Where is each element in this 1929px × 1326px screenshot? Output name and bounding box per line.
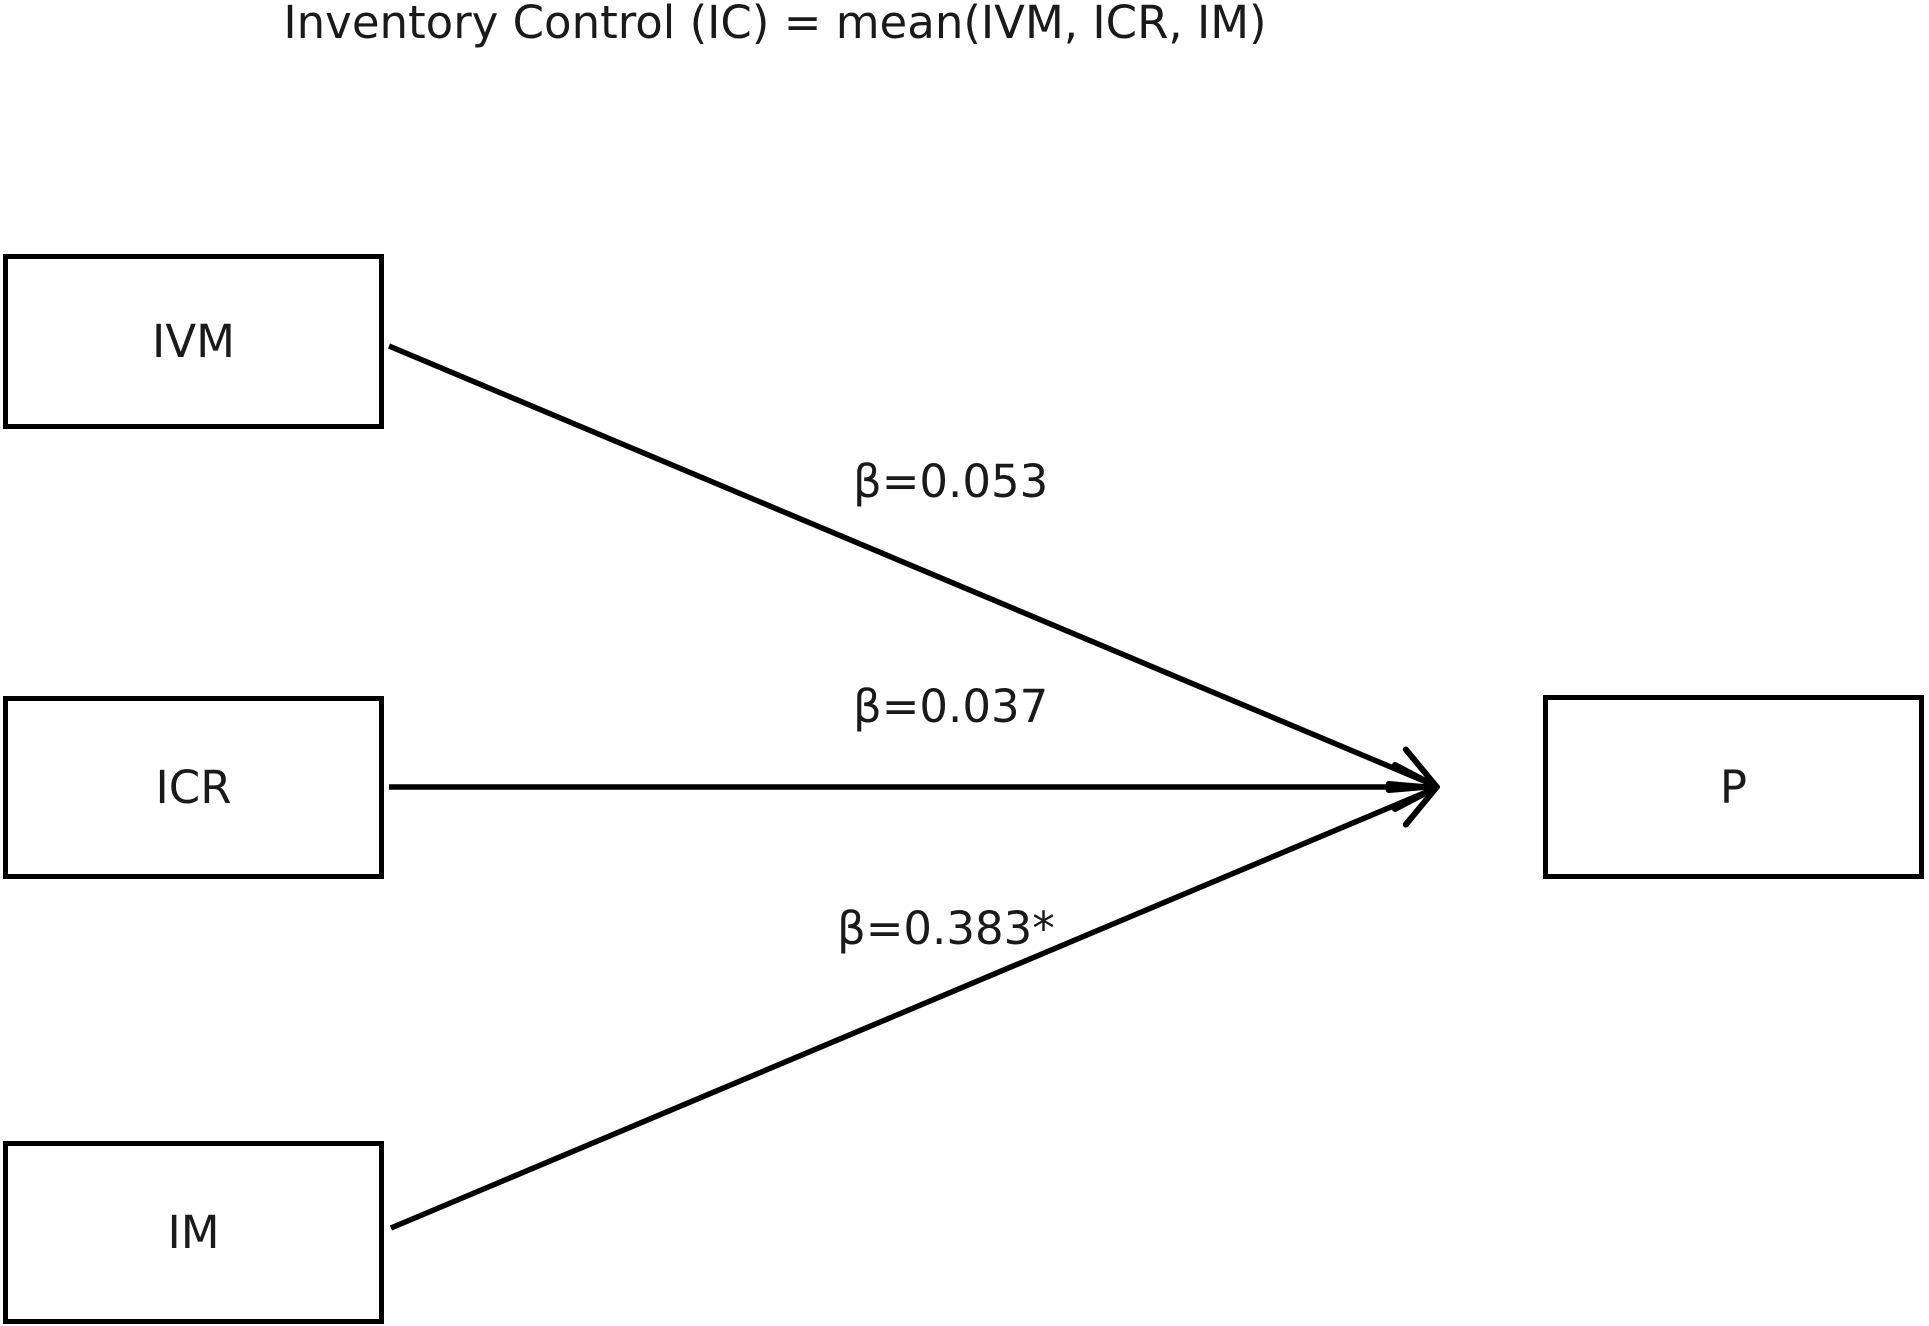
node-p-label: P [1719, 760, 1748, 814]
node-icr: ICR [3, 696, 384, 879]
node-ivm-label: IVM [152, 315, 235, 368]
node-im-label: IM [167, 1206, 220, 1259]
node-icr-label: ICR [155, 761, 232, 814]
edge-label-ivm-beta: β=0.053 [853, 455, 1049, 508]
figure-title: Inventory Control (IC) = mean(IVM, ICR, … [283, 0, 1267, 49]
node-im: IM [3, 1141, 384, 1324]
node-p: P [1543, 695, 1924, 879]
node-ivm: IVM [3, 254, 384, 429]
edge-label-icr-beta: β=0.037 [853, 680, 1049, 733]
edge-label-im-beta: β=0.383* [837, 902, 1055, 955]
edge-ivm-to-p [387, 343, 1439, 794]
edge-im-to-p [389, 781, 1439, 1231]
